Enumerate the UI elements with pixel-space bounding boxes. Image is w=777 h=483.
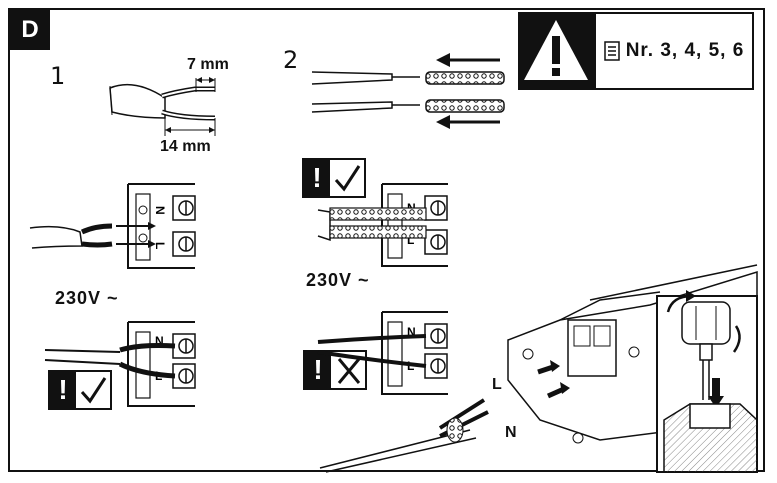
manual-icon xyxy=(603,41,620,61)
correct-mark-top: ! xyxy=(302,158,366,198)
voltage-label-middle: 230V ~ xyxy=(306,270,370,290)
exclamation-icon: ! xyxy=(304,160,330,196)
checkmark-icon xyxy=(80,377,107,404)
svg-text:N: N xyxy=(153,206,167,215)
exclamation-icon: ! xyxy=(305,352,331,388)
manual-reference-text: Nr. 3, 4, 5, 6 xyxy=(625,40,745,61)
svg-text:N: N xyxy=(407,325,416,339)
screwdriver-inset xyxy=(656,290,758,473)
exclamation-icon: ! xyxy=(50,372,76,408)
strip-length-14mm: 14 mm xyxy=(160,138,211,155)
terminal-block-middle-top: N L xyxy=(317,183,448,267)
warning-triangle-icon xyxy=(524,20,588,80)
checkmark-icon xyxy=(334,165,361,192)
stripped-cable-diagram xyxy=(109,77,216,136)
step-1-number: 1 xyxy=(50,62,66,90)
terminal-block-left-bottom: N L xyxy=(44,321,196,407)
wire-letter-neutral: N xyxy=(505,424,517,441)
voltage-label-left: 230V ~ xyxy=(55,288,119,308)
cross-icon xyxy=(337,358,361,384)
page-frame xyxy=(8,8,765,472)
section-label: D xyxy=(10,10,50,50)
svg-text:L: L xyxy=(407,233,414,247)
wire-letter-line: L xyxy=(492,376,502,393)
strip-length-7mm: 7 mm xyxy=(187,56,229,73)
terminal-block-middle-bottom: N L xyxy=(317,311,448,395)
manual-reference-box: Nr. 3, 4, 5, 6 xyxy=(594,12,754,90)
terminal-block-left-top: N L xyxy=(29,183,196,269)
svg-text:L: L xyxy=(153,242,167,249)
svg-text:N: N xyxy=(155,334,164,348)
warning-box xyxy=(518,12,594,90)
step-2-number: 2 xyxy=(283,46,299,74)
stranded-wire-diagram xyxy=(311,53,505,129)
correct-mark-bottom: ! xyxy=(48,370,112,410)
